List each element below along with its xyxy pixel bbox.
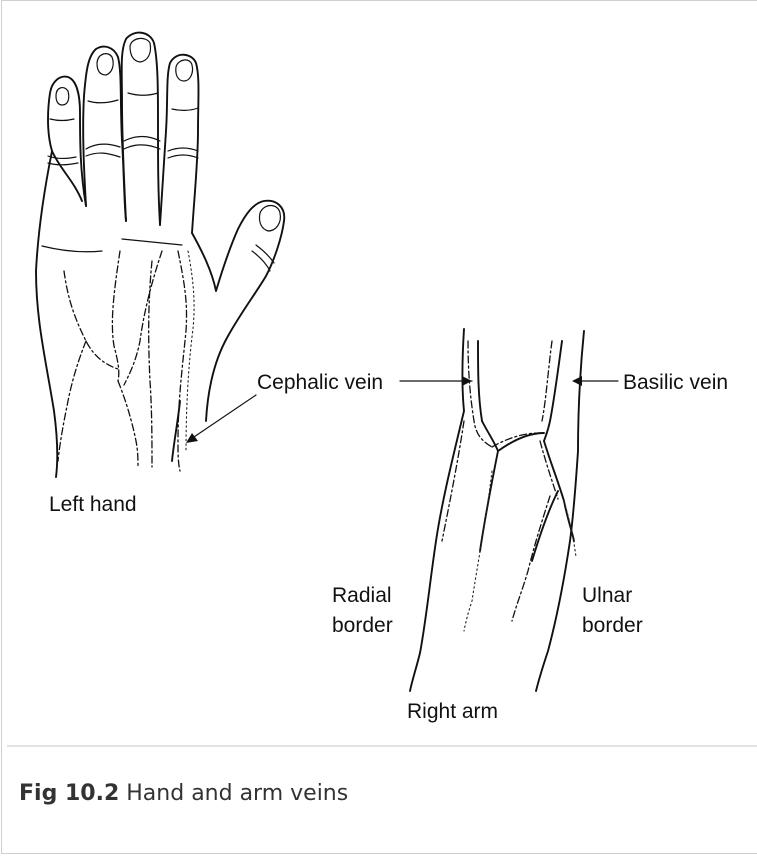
little-fingernail	[56, 88, 69, 105]
label-cephalic-vein: Cephalic vein	[257, 371, 383, 395]
basilic-vein-arm	[542, 341, 552, 421]
arm-radial-edge	[410, 329, 464, 691]
label-radial-border-line1: Radial	[332, 584, 392, 608]
arm-ulnar-edge	[536, 331, 584, 691]
right-arm-drawing	[410, 329, 584, 691]
index-finger	[160, 55, 199, 233]
label-pointers	[186, 376, 618, 443]
cephalic-hand-pointer-line	[188, 395, 256, 441]
palm-edge	[36, 151, 57, 477]
caption-text: Hand and arm veins	[126, 781, 348, 806]
figure-caption: Fig 10.2 Hand and arm veins	[19, 781, 348, 806]
cephalic-vein-hand	[178, 251, 187, 471]
hand-arm-vein-illustration: Left hand Cephalic vein Basilic vein Rad…	[2, 1, 757, 746]
ring-fingernail	[97, 54, 113, 75]
index-fingernail	[176, 60, 193, 81]
label-ulnar-border-line2: border	[582, 614, 643, 638]
left-hand-drawing	[36, 33, 284, 477]
ring-finger	[83, 47, 126, 221]
hand-vein	[64, 271, 118, 369]
caption-number: Fig 10.2	[19, 781, 119, 806]
label-basilic-vein: Basilic vein	[623, 371, 728, 395]
thumbnail	[259, 206, 280, 232]
label-radial-border-line2: border	[332, 614, 393, 638]
label-left-hand: Left hand	[49, 493, 137, 517]
little-finger	[48, 77, 86, 206]
caption-divider	[7, 745, 757, 747]
label-ulnar-border-line1: Ulnar	[582, 584, 632, 608]
middle-fingernail	[130, 38, 151, 62]
label-right-arm: Right arm	[407, 700, 498, 724]
